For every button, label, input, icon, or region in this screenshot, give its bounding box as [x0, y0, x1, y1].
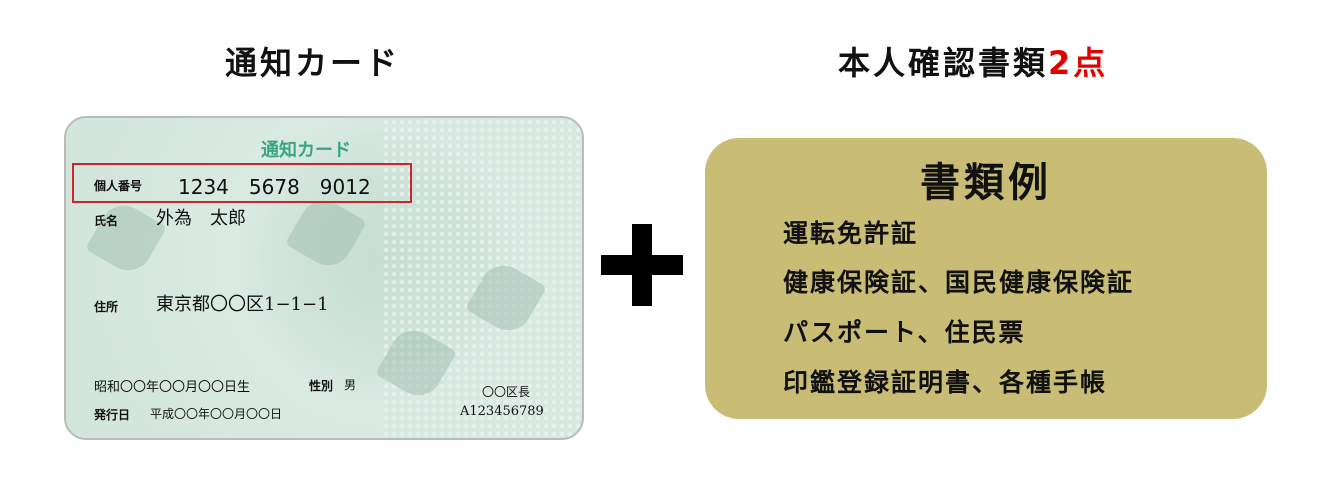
issuer: 〇〇区長	[482, 385, 531, 399]
issue-label: 発行日	[94, 408, 131, 422]
notification-card-image: 通知カード 個人番号 1234 5678 9012 氏名 外為 太郎 住所 東京…	[64, 116, 584, 440]
example-item: 印鑑登録証明書、各種手帳	[783, 368, 1108, 397]
card-title: 通知カード	[261, 140, 351, 161]
left-heading: 通知カード	[225, 44, 401, 82]
number-highlight-box	[72, 163, 412, 203]
address-value: 東京都〇〇区1−1−1	[156, 294, 329, 315]
sakura-icon	[285, 192, 367, 274]
serial-number: A123456789	[460, 404, 544, 419]
number-label: 個人番号	[94, 179, 143, 193]
issue-date: 平成〇〇年〇〇月〇〇日	[150, 407, 283, 421]
examples-title: 書類例	[920, 160, 1052, 206]
right-heading: 本人確認書類2点	[838, 38, 1108, 84]
birth-date: 昭和〇〇年〇〇月〇〇日生	[94, 380, 251, 395]
document-examples-box: 書類例 運転免許証 健康保険証、国民健康保険証 パスポート、住民票 印鑑登録証明…	[705, 138, 1267, 419]
example-item: パスポート、住民票	[783, 318, 1026, 347]
address-label: 住所	[94, 300, 119, 314]
personal-number: 1234 5678 9012	[178, 175, 371, 199]
example-item: 健康保険証、国民健康保険証	[783, 268, 1135, 297]
sakura-icon	[85, 197, 167, 279]
example-item: 運転免許証	[783, 219, 919, 248]
name-value: 外為 太郎	[156, 208, 246, 229]
sex-label: 性別	[309, 379, 334, 393]
sex-value: 男	[344, 378, 357, 392]
plus-icon	[601, 224, 683, 306]
right-heading-highlight: 2点	[1048, 44, 1109, 82]
name-label: 氏名	[94, 214, 119, 228]
right-heading-text: 本人確認書類	[838, 44, 1049, 82]
